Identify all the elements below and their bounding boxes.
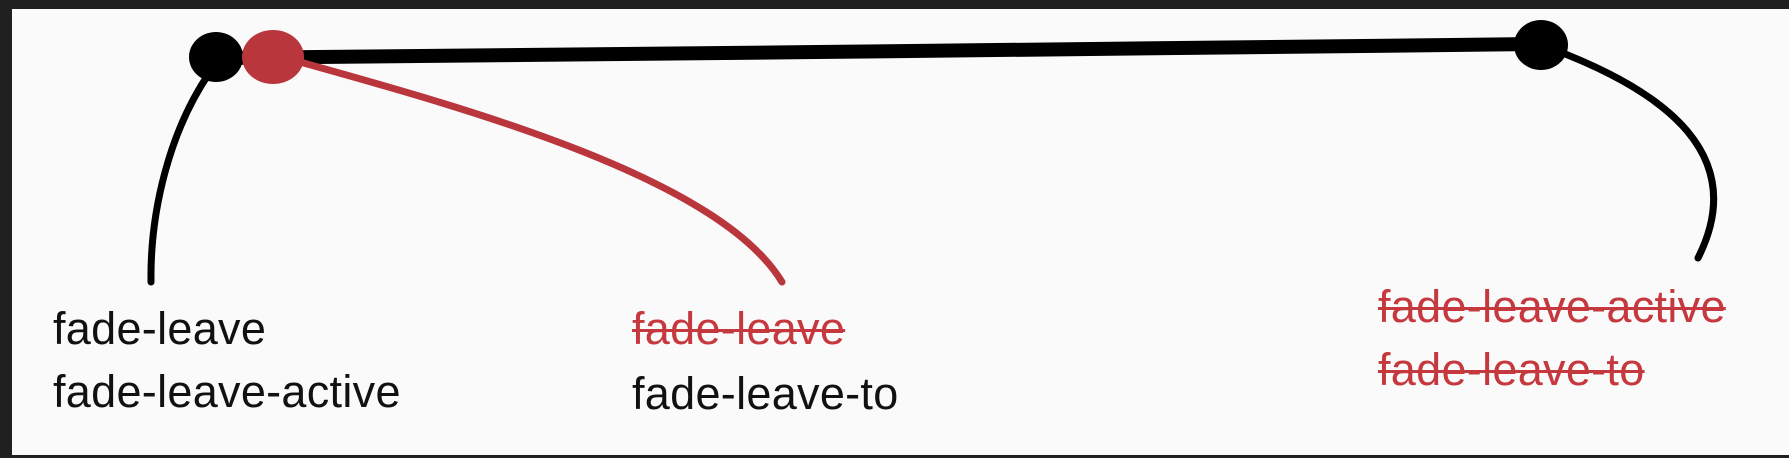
start-connector	[147, 68, 214, 286]
removed-class-fade-leave-active: fade-leave-active	[1378, 281, 1726, 332]
removed-class-fade-leave-to: fade-leave-to	[1378, 344, 1645, 395]
start-class-fade-leave: fade-leave	[53, 303, 267, 354]
timeline-line	[207, 37, 1547, 65]
end-connector	[1551, 46, 1718, 262]
added-class-fade-leave-to: fade-leave-to	[632, 368, 899, 419]
next-frame-dot	[242, 30, 304, 84]
end-dot	[1514, 20, 1568, 70]
diagram-canvas	[12, 9, 1789, 455]
removed-class-connector	[296, 58, 786, 286]
removed-class-fade-leave: fade-leave	[632, 303, 846, 354]
start-dot	[189, 32, 243, 82]
start-class-fade-leave-active: fade-leave-active	[53, 366, 401, 417]
